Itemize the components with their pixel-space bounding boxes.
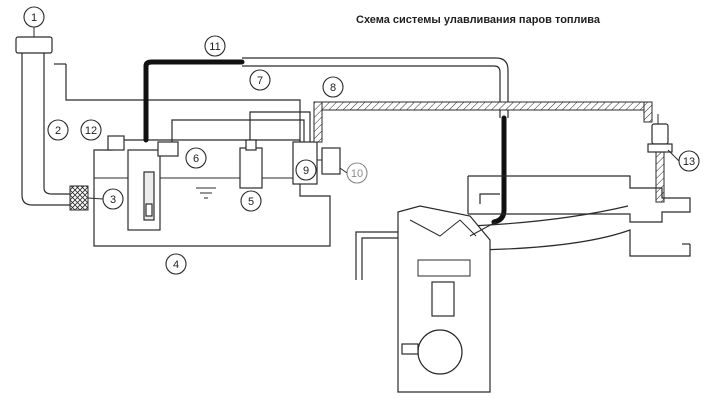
svg-text:3: 3 bbox=[110, 194, 116, 206]
svg-text:5: 5 bbox=[248, 196, 254, 208]
purge-valve bbox=[647, 114, 673, 153]
callout-6: 6 bbox=[185, 147, 207, 169]
svg-text:13: 13 bbox=[683, 156, 695, 168]
canister-line bbox=[313, 101, 665, 203]
svg-text:6: 6 bbox=[193, 153, 199, 165]
engine-block bbox=[397, 205, 497, 393]
fuel-pump-module bbox=[127, 149, 161, 231]
air-intake-pipe bbox=[355, 231, 398, 280]
diagram-title: Схема системы улавливания паров топлива bbox=[356, 14, 601, 26]
main-vapor-line bbox=[242, 57, 509, 225]
callout-13: 13 bbox=[678, 150, 700, 172]
vent-lines bbox=[54, 63, 311, 142]
cut-valve bbox=[157, 141, 179, 157]
svg-text:7: 7 bbox=[257, 75, 263, 87]
svg-text:8: 8 bbox=[330, 82, 336, 94]
svg-text:9: 9 bbox=[303, 165, 309, 177]
leader-lines bbox=[33, 27, 680, 200]
callout-8: 8 bbox=[322, 76, 344, 98]
svg-text:1: 1 bbox=[31, 12, 37, 24]
svg-text:4: 4 bbox=[173, 259, 179, 271]
filler-neck bbox=[15, 36, 89, 211]
callout-4: 4 bbox=[165, 253, 187, 275]
vapor-hose-11 bbox=[143, 59, 245, 143]
callout-1: 1 bbox=[23, 6, 45, 28]
callout-2: 2 bbox=[47, 119, 69, 141]
callout-5: 5 bbox=[240, 190, 262, 212]
callout-3: 3 bbox=[102, 188, 124, 210]
callout-10: 10 bbox=[346, 162, 368, 184]
callout-9: 9 bbox=[295, 159, 317, 181]
callout-11: 11 bbox=[204, 35, 226, 57]
callout-7: 7 bbox=[249, 69, 271, 91]
svg-text:11: 11 bbox=[209, 41, 220, 53]
tank-valve bbox=[107, 135, 125, 151]
svg-text:12: 12 bbox=[85, 125, 97, 137]
svg-text:2: 2 bbox=[55, 125, 61, 137]
rollover-valve bbox=[239, 139, 263, 189]
callout-12: 12 bbox=[80, 119, 102, 141]
svg-text:10: 10 bbox=[351, 168, 363, 180]
